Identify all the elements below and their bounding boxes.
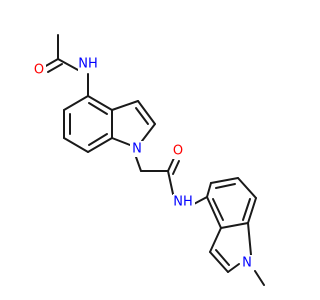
atom-o-acetyl: O xyxy=(32,62,46,78)
bond-n1-ch2 xyxy=(135,156,142,172)
bond-c3-c2-inner xyxy=(135,107,149,125)
bond-c7b-c7ab-inner xyxy=(242,198,251,221)
atom-nh-acetamide: NH xyxy=(78,56,100,72)
bond-c3ab-c3b xyxy=(209,227,222,253)
bond-c3-c2 xyxy=(137,100,156,125)
bond-carbonyl-o-amide-1 xyxy=(167,157,175,172)
bond-c5b-c6b xyxy=(210,177,239,184)
atom-o-acetyl-label: O xyxy=(34,63,44,78)
bond-c3b-c2b-inner xyxy=(215,249,230,266)
bond-c5b-c6b-inner xyxy=(215,183,236,189)
bond-c3ab-c4b-inner xyxy=(212,198,224,221)
bond-carbonyl-nh-amide xyxy=(167,170,174,195)
bond-c3ab-c4b xyxy=(206,196,222,229)
bond-carbonyl-nh xyxy=(57,58,79,71)
bond-c2b-n1b xyxy=(227,263,240,273)
atom-o-amide: O xyxy=(171,143,185,159)
bond-c3b-c2b xyxy=(209,251,229,273)
bond-c3a-c4 xyxy=(87,95,113,111)
atom-o-amide-label: O xyxy=(173,144,183,159)
bond-c7b-c7ab xyxy=(247,197,257,224)
bond-c6-c7 xyxy=(63,137,89,153)
bond-c7-c7a xyxy=(87,137,113,153)
bond-n1b-c7ab xyxy=(247,222,252,256)
molecule-canvas: O NH N O NH N xyxy=(32,34,265,286)
bond-carbonyl-o-1 xyxy=(43,58,59,68)
atom-nh-amide-label: NH xyxy=(173,195,193,210)
bond-c6b-c7b xyxy=(237,177,257,199)
atom-n-indole-2-label: N xyxy=(242,256,252,271)
bond-carbonyl-o-amide-2 xyxy=(172,160,180,175)
bond-n1-c7a xyxy=(111,137,131,146)
atom-n-indole-1: N xyxy=(130,141,144,157)
atom-labels: O NH N O NH N xyxy=(32,56,254,271)
atom-nh-amide: NH xyxy=(173,194,195,210)
bond-carbonyl-o-2 xyxy=(47,63,63,73)
bond-n1b-methyl xyxy=(254,270,265,286)
bond-c7-c7a-inner xyxy=(88,133,108,146)
atom-nh-acetamide-label: NH xyxy=(78,57,98,72)
structure-diagram: O NH N O NH N xyxy=(32,34,265,286)
bonds xyxy=(43,34,265,286)
bond-c4-c5 xyxy=(63,95,89,111)
bond-c7ab-c3ab xyxy=(220,222,249,229)
bond-c3a-c4-inner xyxy=(88,102,108,115)
atom-n-indole-1-label: N xyxy=(132,142,142,157)
bond-c4b-c5b xyxy=(206,182,212,198)
atom-n-indole-2: N xyxy=(240,255,254,271)
bond-c3a-c3 xyxy=(111,100,139,111)
bond-c2-n1 xyxy=(141,123,156,142)
